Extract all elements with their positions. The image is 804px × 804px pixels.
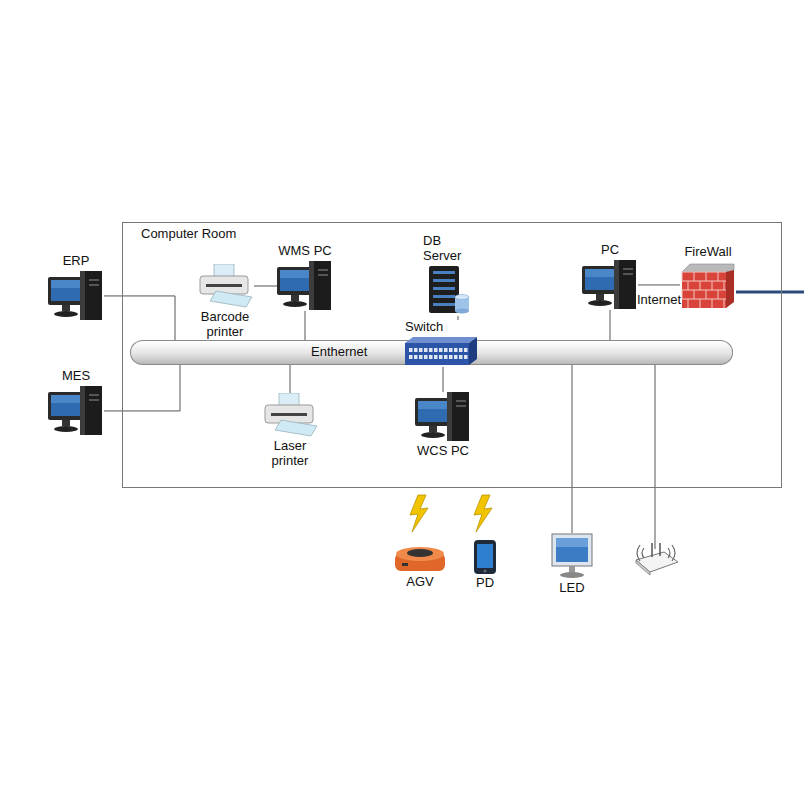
led-icon [551, 533, 593, 579]
link-label: Internet [637, 292, 681, 307]
network-link [254, 286, 277, 287]
pc-icon [48, 271, 104, 321]
bus-label: Enthernet [311, 345, 367, 360]
printer-icon [196, 264, 254, 308]
computer-room: Computer RoomWMS PC DB Server PC FireWallBa… [122, 222, 782, 488]
computer-node: WMS PC [277, 244, 333, 311]
switch-node: Switch [405, 320, 477, 367]
region-title: Computer Room [141, 227, 236, 242]
computer-node: PC [582, 243, 638, 310]
pc-icon [582, 260, 638, 310]
node-label: PC [601, 243, 619, 258]
node-label: Laser printer [261, 439, 319, 469]
firewall-node: FireWall [680, 245, 736, 310]
wireless-signal [474, 495, 492, 532]
pd-icon [473, 540, 497, 574]
pc-icon [415, 392, 471, 442]
printer-node: Barcode printer [196, 264, 254, 340]
network-link [610, 310, 611, 340]
computer-node: MES [48, 369, 104, 436]
server-node: DB Server [423, 234, 471, 316]
printer-node: Laser printer [261, 393, 319, 469]
node-label: Switch [405, 320, 443, 335]
network-link [572, 365, 573, 533]
node-label: PD [476, 576, 494, 591]
network-link [290, 365, 291, 393]
agv-node: AGV [394, 545, 446, 590]
network-link [104, 296, 175, 340]
computer-node: ERP [48, 254, 104, 321]
network-link [443, 367, 444, 392]
network-link [638, 284, 680, 285]
node-label: MES [62, 369, 90, 384]
node-label: AGV [406, 575, 433, 590]
printer-icon [261, 393, 319, 437]
node-label: WCS PC [417, 444, 469, 459]
pc-icon [277, 261, 333, 311]
node-label: ERP [63, 254, 90, 269]
network-link [104, 365, 180, 411]
node-label: Barcode printer [196, 310, 254, 340]
display-node: LED [551, 533, 593, 596]
network-link [305, 311, 306, 340]
node-label: DB Server [423, 234, 471, 264]
server-icon [423, 266, 471, 316]
firewall-icon [680, 262, 736, 310]
router-cable [655, 365, 656, 549]
node-label: FireWall [684, 245, 731, 260]
node-label: WMS PC [278, 244, 331, 259]
internet-cable [736, 291, 804, 294]
switch-icon [405, 337, 477, 367]
computer-node: WCS PC [415, 392, 471, 459]
handheld-node: PD [473, 540, 497, 591]
pc-icon [48, 386, 104, 436]
node-label: LED [559, 581, 584, 596]
wireless-signal [410, 495, 428, 532]
network-link [458, 316, 459, 320]
wireless-router [636, 543, 678, 575]
agv-icon [394, 545, 446, 573]
